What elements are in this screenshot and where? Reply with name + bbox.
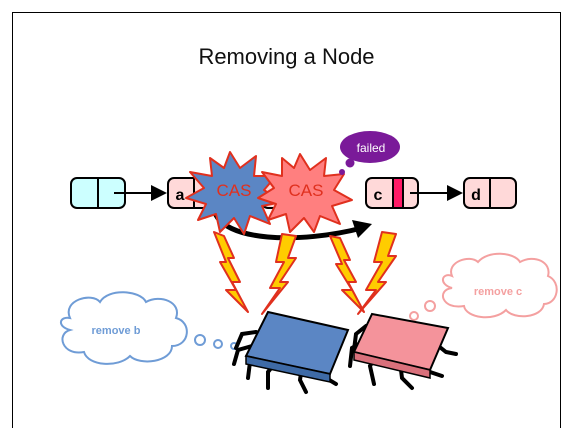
cas-burst-right: CAS xyxy=(257,153,353,233)
thought-cloud-right: remove c xyxy=(398,252,558,328)
lightning-bolt-4 xyxy=(357,231,397,315)
thought-right-label: remove c xyxy=(474,286,522,298)
cpu-chip-right xyxy=(348,312,458,390)
node-c-mark-bit xyxy=(393,179,403,207)
lightning-bolt-1 xyxy=(213,231,249,313)
failed-callout: failed xyxy=(339,131,400,175)
node-d: d xyxy=(463,177,517,209)
slide-frame xyxy=(12,12,561,428)
lightning-bolt-3 xyxy=(329,235,365,313)
lightning-bolt-2 xyxy=(261,233,297,315)
node-a-label: a xyxy=(176,187,185,204)
node-d-label: d xyxy=(471,187,481,204)
node-c-label: c xyxy=(374,187,383,204)
cas-left-label: CAS xyxy=(217,181,252,200)
cpu-chip-left xyxy=(232,310,350,394)
thought-left-label: remove b xyxy=(92,325,141,337)
thought-cloud-left: remove b xyxy=(60,291,238,365)
cas-right-label: CAS xyxy=(289,181,324,200)
bypass-arrowhead xyxy=(352,220,372,238)
slide-title: Removing a Node xyxy=(198,44,375,69)
lightning-bolts xyxy=(213,231,397,315)
failed-label: failed xyxy=(357,141,386,155)
node-c: c xyxy=(365,177,419,209)
